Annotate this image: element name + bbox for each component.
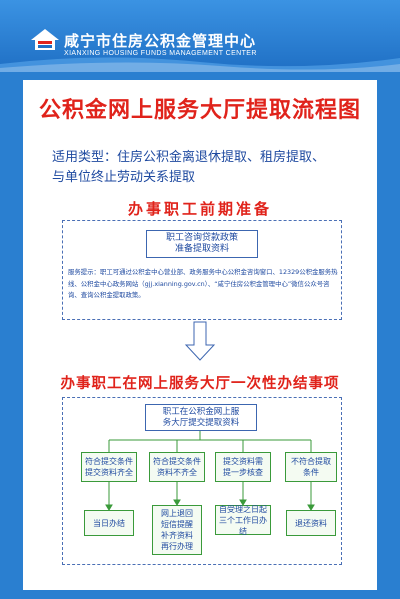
applicable-types-line1: 适用类型：住房公积金离退休提取、租房提取、 [52, 150, 326, 165]
applicable-types: 适用类型：住房公积金离退休提取、租房提取、 与单位终止劳动关系提取 [52, 148, 372, 188]
branch-result-3: 自受理之日起 三个工作日办结 [215, 505, 271, 536]
header-wave-decoration [0, 57, 400, 72]
org-name-en: XIANXING HOUSING FUNDS MANAGEMENT CENTER [64, 50, 257, 57]
section1-dashed-frame [62, 220, 342, 320]
section2-start-box: 职工在公积金网上服 务大厅提交提取资料 [145, 404, 257, 431]
down-arrow-icon [184, 321, 216, 361]
branch-condition-4: 不符合提取 条件 [285, 452, 337, 482]
header-banner: 咸宁市住房公积金管理中心 XIANXING HOUSING FUNDS MANA… [0, 0, 400, 72]
section2-dashed-frame [62, 397, 342, 565]
branch-result-2: 网上退回 短信提醒 补齐资料 再行办理 [152, 505, 202, 555]
service-tips: 服务提示：职工可通过公积金中心营业部、政务服务中心公积金咨询窗口、12329公积… [68, 268, 338, 299]
section1-title: 办事职工前期准备 [127, 200, 272, 218]
housing-fund-logo-icon [31, 29, 59, 50]
applicable-types-line2: 与单位终止劳动关系提取 [52, 170, 196, 185]
org-name-cn: 咸宁市住房公积金管理中心 [64, 32, 257, 50]
branch-condition-1: 符合提交条件 提交资料齐全 [81, 452, 137, 482]
branch-result-1: 当日办结 [84, 510, 134, 536]
branch-condition-2: 符合提交条件 资料不齐全 [149, 452, 205, 482]
branch-condition-3: 提交资料需 提一步核查 [215, 452, 271, 482]
page-title: 公积金网上服务大厅提取流程图 [38, 98, 361, 123]
branch-result-4: 退还资料 [286, 510, 336, 536]
section2-title: 办事职工在网上服务大厅一次性办结事项 [60, 376, 340, 392]
section1-step-box: 职工咨询贷款政策 准备提取资料 [146, 230, 258, 258]
